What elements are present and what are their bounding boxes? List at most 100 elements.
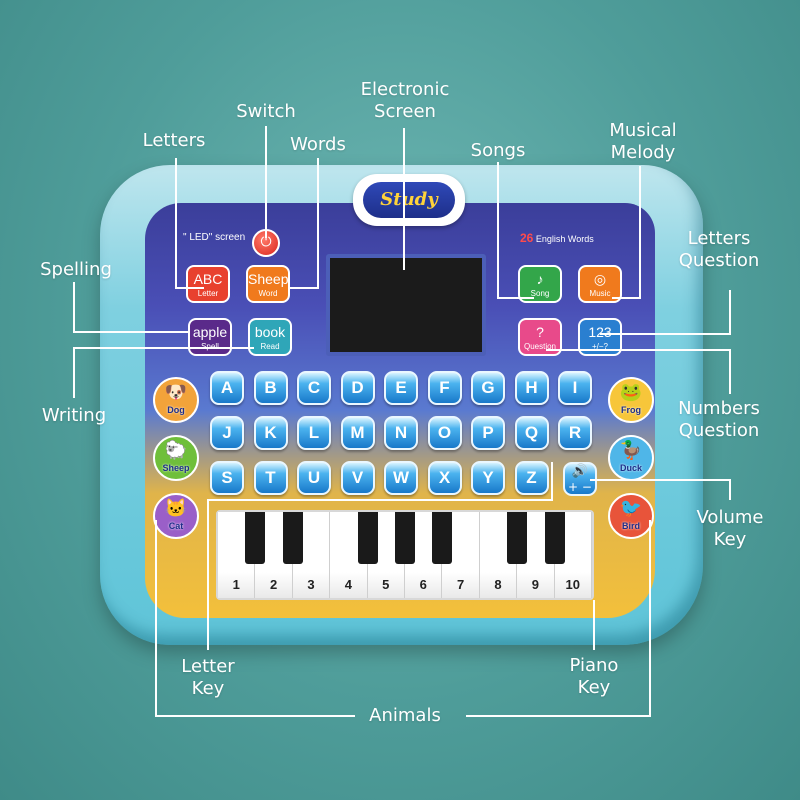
- power-switch-button[interactable]: ⏻: [252, 229, 280, 257]
- letter-key-m[interactable]: M: [340, 416, 375, 450]
- animal-button-sheep[interactable]: 🐑Sheep: [153, 435, 199, 481]
- carry-handle: Study: [353, 174, 465, 226]
- line-numbers-question: [546, 349, 731, 394]
- callout-text: Musical Melody: [609, 120, 677, 163]
- piano-black-key[interactable]: [507, 512, 528, 564]
- piano-key-number: 7: [456, 577, 465, 592]
- animal-button-frog[interactable]: 🐸 Frog: [608, 377, 654, 423]
- line-writing: [73, 347, 254, 398]
- frog-icon: 🐸: [619, 382, 643, 402]
- piano-key-number: 1: [232, 577, 240, 592]
- letter-key-w[interactable]: W: [384, 461, 418, 495]
- letter-key-e[interactable]: E: [384, 371, 418, 405]
- volume-symbols: + −: [568, 480, 592, 494]
- letter-key-g[interactable]: G: [471, 371, 505, 405]
- letter-key-t[interactable]: T: [253, 461, 288, 495]
- brand-logo: Study: [363, 182, 455, 218]
- line-spelling: [73, 282, 190, 333]
- question-icon: ?: [536, 324, 544, 340]
- spell-label: Spell: [201, 342, 219, 351]
- line-musical-melody: [612, 166, 641, 299]
- line-letter-key: [207, 462, 553, 650]
- callout-letters-question: Letters Question: [664, 228, 774, 272]
- callout-writing: Writing: [41, 405, 107, 426]
- letter-key-u[interactable]: U: [297, 461, 331, 495]
- letter-button[interactable]: ABC Letter: [186, 265, 230, 303]
- music-label: Music: [589, 289, 611, 298]
- animal-name: Dog: [167, 405, 185, 415]
- piano-black-key[interactable]: [245, 512, 266, 564]
- letter-key-r[interactable]: R: [558, 416, 592, 450]
- letter-key-v[interactable]: V: [340, 461, 375, 495]
- letter-key-d[interactable]: D: [340, 371, 375, 405]
- music-button[interactable]: ◎ Music: [578, 265, 622, 303]
- question-label: Question: [523, 342, 557, 351]
- letter-key-j[interactable]: J: [210, 416, 244, 450]
- piano-black-key[interactable]: [544, 512, 565, 564]
- line-words: [288, 158, 319, 289]
- letter-key-b[interactable]: B: [253, 371, 288, 405]
- animal-name: Bird: [622, 521, 640, 531]
- speaker-icon: 🔊: [571, 464, 589, 479]
- callout-words: Words: [290, 134, 346, 155]
- spell-icon: apple: [192, 324, 228, 340]
- letter-key-o[interactable]: O: [427, 416, 462, 450]
- animal-name: Cat: [168, 521, 184, 531]
- callout-text: Electronic Screen: [360, 79, 450, 122]
- piano-black-key[interactable]: [395, 512, 415, 564]
- letter-key-a[interactable]: A: [210, 371, 244, 405]
- animal-button-duck[interactable]: 🦆Duck: [608, 435, 654, 481]
- line-animals-left: [155, 520, 355, 717]
- letter-icon: ABC: [193, 271, 223, 287]
- letter-key-h[interactable]: H: [514, 371, 549, 405]
- cat-icon: 🐱: [164, 498, 188, 518]
- music-icon: ◎: [593, 271, 607, 287]
- animal-name: Duck: [619, 463, 642, 473]
- callout-songs: Songs: [470, 140, 526, 161]
- animal-button-dog[interactable]: 🐶 Dog: [153, 377, 199, 423]
- piano-black-key[interactable]: [357, 512, 378, 564]
- callout-piano-key: Piano Key: [546, 655, 642, 699]
- letter-key-z[interactable]: Z: [514, 461, 549, 495]
- animal-button-cat[interactable]: 🐱 Cat: [153, 493, 199, 539]
- animal-name: Frog: [621, 405, 641, 415]
- callout-text: Letter Key: [181, 656, 235, 699]
- line-volume-key: [590, 479, 731, 500]
- line-animals-right: [466, 520, 651, 717]
- letter-key-l[interactable]: L: [297, 416, 331, 450]
- piano-key-number: 8: [494, 577, 502, 592]
- animal-button-bird[interactable]: 🐦Bird: [608, 493, 654, 539]
- song-button[interactable]: ♪Song: [518, 265, 562, 303]
- letter-label: Letter: [197, 289, 219, 298]
- piano-black-key[interactable]: [282, 512, 303, 564]
- callout-electronic-screen: Electronic Screen: [340, 79, 470, 123]
- letter-key-q[interactable]: Q: [514, 416, 549, 450]
- piano-black-key[interactable]: [432, 512, 453, 564]
- letter-key-i[interactable]: I: [558, 371, 592, 405]
- letter-key-x[interactable]: X: [427, 461, 462, 495]
- letter-key-p[interactable]: P: [471, 416, 505, 450]
- piano-key-number: 3: [307, 577, 315, 592]
- sheep-icon: 🐑: [164, 440, 188, 460]
- letter-key-y[interactable]: Y: [471, 461, 505, 495]
- piano-key-number: 2: [269, 577, 278, 592]
- callout-musical-melody: Musical Melody: [588, 120, 698, 164]
- callout-numbers-question: Numbers Question: [664, 398, 774, 442]
- callout-text: Numbers Question: [678, 398, 760, 441]
- dog-icon: 🐶: [164, 382, 188, 402]
- letter-key-n[interactable]: N: [384, 416, 418, 450]
- line-letters-question: [600, 290, 731, 335]
- letter-key-f[interactable]: F: [427, 371, 462, 405]
- song-icon: ♪: [536, 271, 544, 287]
- letter-key-s[interactable]: S: [210, 461, 244, 495]
- letter-key-k[interactable]: K: [253, 416, 288, 450]
- piano-key-number: 9: [531, 577, 539, 592]
- letter-key-c[interactable]: C: [297, 371, 331, 405]
- callout-letter-key: Letter Key: [160, 656, 256, 700]
- callout-animals: Animals: [369, 705, 441, 726]
